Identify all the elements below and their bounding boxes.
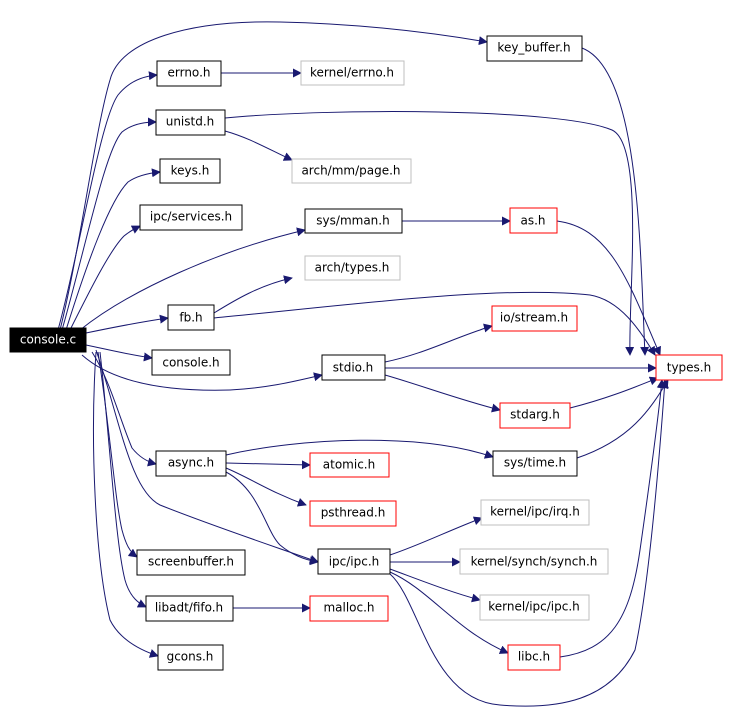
node-libc-h[interactable]: libc.h xyxy=(507,644,561,671)
node-sys-mman-h[interactable]: sys/mman.h xyxy=(304,208,403,234)
node-psthread-h[interactable]: psthread.h xyxy=(309,500,397,527)
node-atomic-h[interactable]: atomic.h xyxy=(309,452,390,478)
node-label: gcons.h xyxy=(167,650,214,664)
edge-console-to-keys xyxy=(65,168,161,331)
edge-async-to-atomic xyxy=(225,460,311,470)
nodes: console.c key_buffer.h errno.h kernel/er… xyxy=(9,35,723,671)
node-label: kernel/ipc/irq.h xyxy=(490,505,580,519)
node-kernel-errno-h[interactable]: kernel/errno.h xyxy=(300,60,405,86)
edge-console-to-sys-mman xyxy=(79,227,306,331)
node-unistd-h[interactable]: unistd.h xyxy=(155,109,226,136)
edges xyxy=(57,21,669,707)
edge-stdio-to-stdarg xyxy=(384,374,501,413)
node-label: keys.h xyxy=(171,164,210,178)
node-label: console.h xyxy=(162,356,219,370)
edge-console-to-gcons xyxy=(93,351,159,658)
node-label: as.h xyxy=(520,214,545,228)
edge-unistd-to-page xyxy=(224,130,293,161)
node-stdio-h[interactable]: stdio.h xyxy=(321,354,386,381)
node-label: kernel/ipc/ipc.h xyxy=(488,600,580,614)
node-label: ipc/ipc.h xyxy=(329,555,380,569)
edge-key-buffer-to-types xyxy=(581,47,650,356)
node-label: console.c xyxy=(20,333,76,347)
edge-console-to-stdio xyxy=(81,354,323,391)
edge-async-to-psthread xyxy=(225,467,307,507)
edge-stdarg-to-types xyxy=(569,376,659,409)
node-console-c[interactable]: console.c xyxy=(9,327,87,353)
node-kernel-ipc-ipc-h[interactable]: kernel/ipc/ipc.h xyxy=(479,594,590,621)
node-arch-types-h[interactable]: arch/types.h xyxy=(304,255,401,281)
node-label: psthread.h xyxy=(321,506,386,520)
edge-ipc-ipc-to-kernel-irq xyxy=(389,516,483,556)
edge-console-to-errno xyxy=(57,71,158,331)
node-label: sys/time.h xyxy=(504,456,566,470)
node-label: errno.h xyxy=(168,66,211,80)
edge-as-to-types xyxy=(556,220,661,356)
edge-console-to-ipc-ipc xyxy=(95,349,319,564)
node-stdarg-h[interactable]: stdarg.h xyxy=(499,402,571,429)
node-console-h[interactable]: console.h xyxy=(151,349,231,376)
node-label: libadt/fifo.h xyxy=(155,601,223,615)
edge-fb-to-types xyxy=(213,291,656,356)
edge-console-to-ipc-services xyxy=(69,225,141,331)
node-key-buffer-h[interactable]: key_buffer.h xyxy=(486,35,583,62)
edge-async-to-ipc-ipc xyxy=(225,471,319,566)
edge-console-to-key-buffer xyxy=(59,21,488,331)
node-label: screenbuffer.h xyxy=(148,555,234,569)
node-io-stream-h[interactable]: io/stream.h xyxy=(491,305,578,332)
node-label: arch/mm/page.h xyxy=(301,164,400,178)
node-label: libc.h xyxy=(518,650,550,664)
node-malloc-h[interactable]: malloc.h xyxy=(309,595,389,622)
node-label: key_buffer.h xyxy=(497,41,570,55)
edge-stdio-to-io-stream xyxy=(384,323,493,363)
node-sys-time-h[interactable]: sys/time.h xyxy=(492,450,578,477)
node-screenbuffer-h[interactable]: screenbuffer.h xyxy=(136,549,246,576)
node-label: stdarg.h xyxy=(510,408,560,422)
node-label: io/stream.h xyxy=(500,311,568,325)
node-libadt-fifo-h[interactable]: libadt/fifo.h xyxy=(145,595,234,622)
node-label: malloc.h xyxy=(323,601,374,615)
edge-console-to-unistd xyxy=(61,117,157,331)
node-ipc-services-h[interactable]: ipc/services.h xyxy=(139,204,243,231)
node-types-h[interactable]: types.h xyxy=(655,354,723,381)
edge-console-to-console-h xyxy=(85,344,153,362)
edge-sys-time-to-types xyxy=(576,379,669,459)
edge-console-to-libadt-fifo xyxy=(99,351,147,608)
node-label: stdio.h xyxy=(333,361,373,375)
node-label: fb.h xyxy=(179,311,202,325)
edge-ipc-ipc-to-types xyxy=(389,379,669,707)
edge-console-to-fb xyxy=(85,314,169,334)
node-label: ipc/services.h xyxy=(150,210,232,224)
node-arch-mm-page-h[interactable]: arch/mm/page.h xyxy=(291,158,412,184)
node-fb-h[interactable]: fb.h xyxy=(167,304,215,331)
node-kernel-ipc-irq-h[interactable]: kernel/ipc/irq.h xyxy=(480,499,590,526)
node-kernel-synch-synch-h[interactable]: kernel/synch/synch.h xyxy=(459,548,609,575)
node-label: arch/types.h xyxy=(315,261,390,275)
node-as-h[interactable]: as.h xyxy=(509,207,558,234)
node-ipc-ipc-h[interactable]: ipc/ipc.h xyxy=(317,548,391,575)
edge-fb-to-arch-types xyxy=(213,275,293,314)
node-errno-h[interactable]: errno.h xyxy=(156,60,222,87)
node-label: unistd.h xyxy=(166,115,215,129)
edge-ipc-ipc-to-libc xyxy=(389,571,509,654)
node-label: async.h xyxy=(168,456,214,470)
edge-console-to-screenbuffer xyxy=(97,351,138,558)
node-keys-h[interactable]: keys.h xyxy=(159,158,221,184)
node-label: types.h xyxy=(667,361,711,375)
node-label: kernel/errno.h xyxy=(310,66,394,80)
node-async-h[interactable]: async.h xyxy=(155,450,227,477)
node-label: atomic.h xyxy=(323,458,375,472)
node-label: kernel/synch/synch.h xyxy=(471,555,598,569)
node-label: sys/mman.h xyxy=(316,214,389,228)
node-gcons-h[interactable]: gcons.h xyxy=(157,644,224,671)
edge-async-to-sys-time xyxy=(225,439,494,459)
edge-unistd-to-types xyxy=(224,111,635,356)
edge-ipc-ipc-to-kernel-ipc-ipc xyxy=(389,568,481,603)
edge-libc-to-types xyxy=(559,379,666,658)
